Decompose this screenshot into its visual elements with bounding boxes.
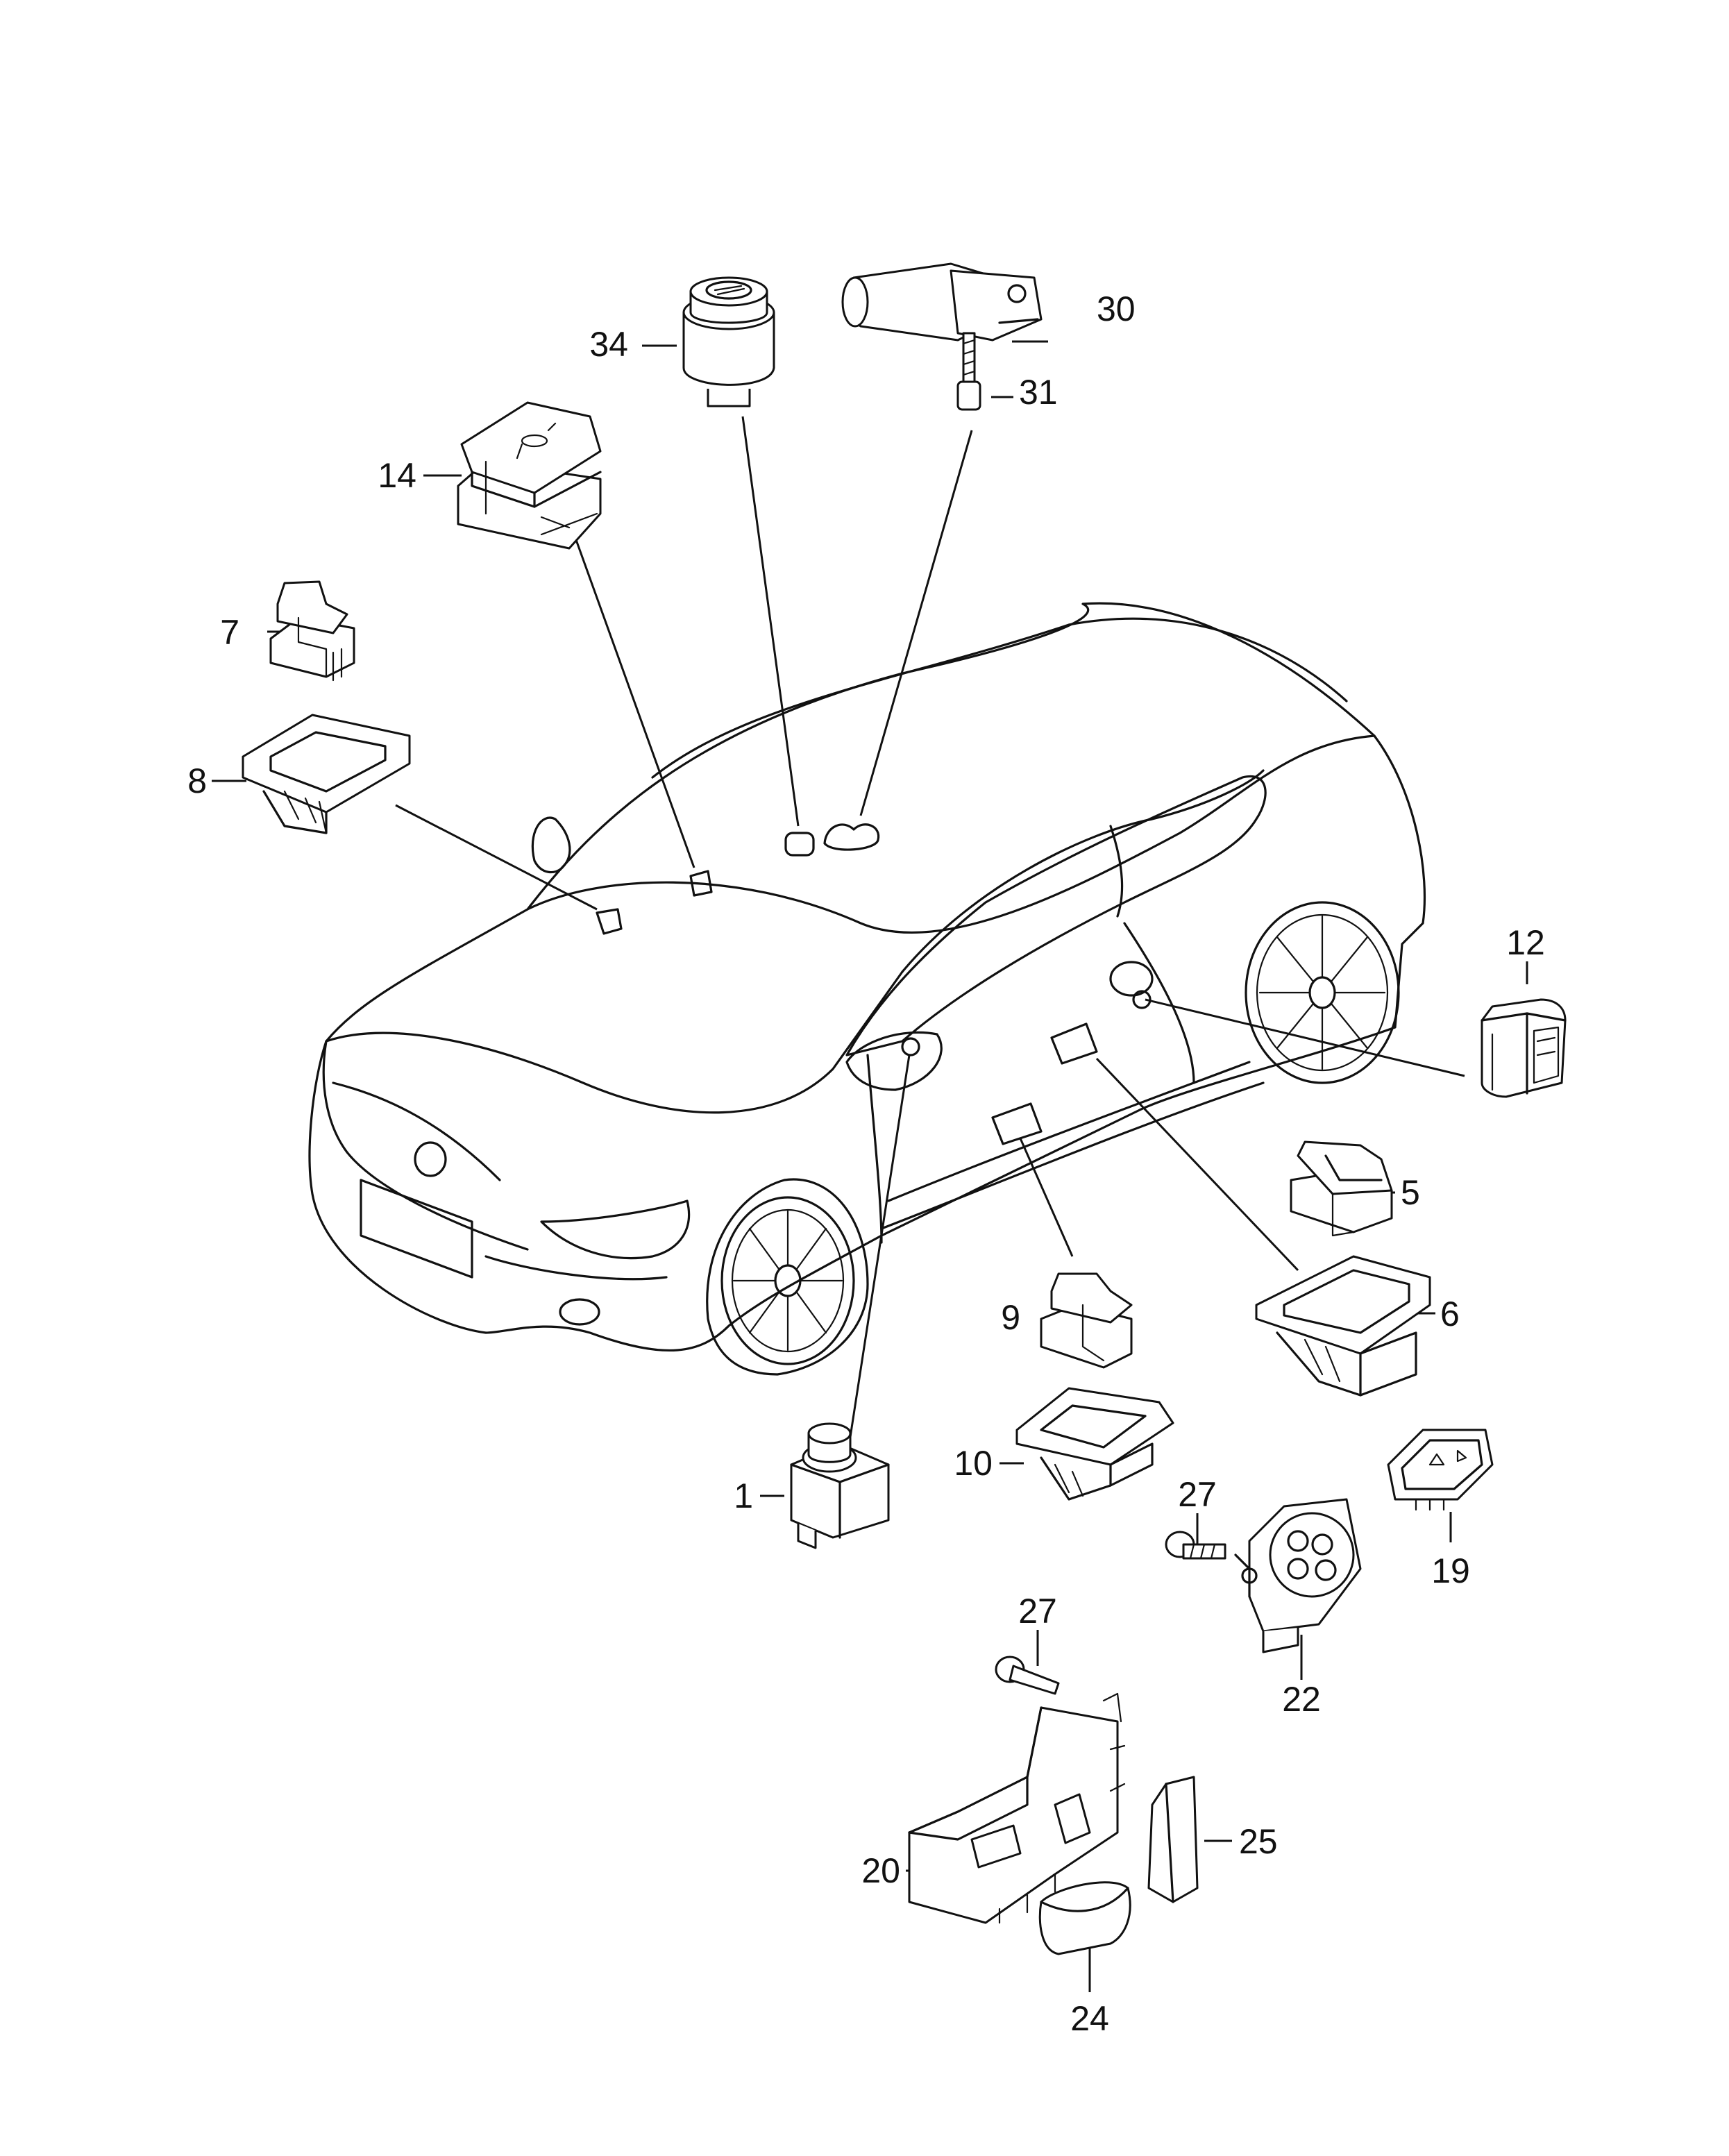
part-1-mirror-switch (790, 1422, 890, 1549)
front-wheel (706, 1178, 869, 1376)
part-7-switch (269, 580, 355, 682)
part-30-motor (841, 262, 1043, 342)
part-24-cap (1038, 1881, 1131, 1955)
callout-27-upper: 27 (1178, 1475, 1217, 1514)
callout-14: 14 (378, 456, 416, 495)
callout-10: 10 (954, 1444, 993, 1483)
callout-5: 5 (1401, 1173, 1420, 1212)
callout-9: 9 (1001, 1298, 1020, 1337)
callout-24: 24 (1070, 1999, 1109, 2038)
callout-labels: 34 30 31 14 7 8 12 5 6 9 10 1 27 19 22 2… (187, 289, 1545, 2038)
part-8-bezel (242, 714, 411, 834)
part-31-screw (956, 332, 981, 411)
part-20-seat-module (908, 1692, 1126, 1924)
part-22-seat-switch (1234, 1498, 1362, 1653)
callout-1: 1 (734, 1476, 753, 1515)
part-27-bolt-upper (1165, 1531, 1226, 1560)
part-25-cap (1147, 1776, 1199, 1903)
callout-12: 12 (1506, 923, 1545, 962)
part-9-switch (1040, 1272, 1133, 1369)
callout-27-lower: 27 (1018, 1592, 1057, 1631)
part-27-bolt-lower (995, 1656, 1060, 1695)
callout-19: 19 (1431, 1551, 1470, 1590)
part-10-bezel (1015, 1387, 1174, 1501)
callout-20: 20 (861, 1851, 900, 1890)
callout-6: 6 (1440, 1295, 1460, 1333)
part-14-window-switch (457, 401, 602, 550)
callout-8: 8 (187, 761, 207, 800)
part-5-switch (1290, 1140, 1393, 1237)
callout-25: 25 (1239, 1822, 1278, 1861)
callout-22: 22 (1282, 1680, 1321, 1719)
part-6-bezel (1255, 1255, 1431, 1397)
car-illustration (308, 602, 1426, 1376)
callout-34: 34 (589, 325, 628, 364)
callout-31: 31 (1019, 373, 1058, 412)
callout-7: 7 (220, 613, 239, 652)
callout-30: 30 (1097, 289, 1136, 328)
part-19-trim (1387, 1429, 1494, 1511)
rear-wheel (1245, 901, 1400, 1084)
leader-lines (212, 340, 1528, 1992)
part-34-rotary-switch (682, 276, 775, 407)
part-12-switch (1481, 998, 1567, 1098)
